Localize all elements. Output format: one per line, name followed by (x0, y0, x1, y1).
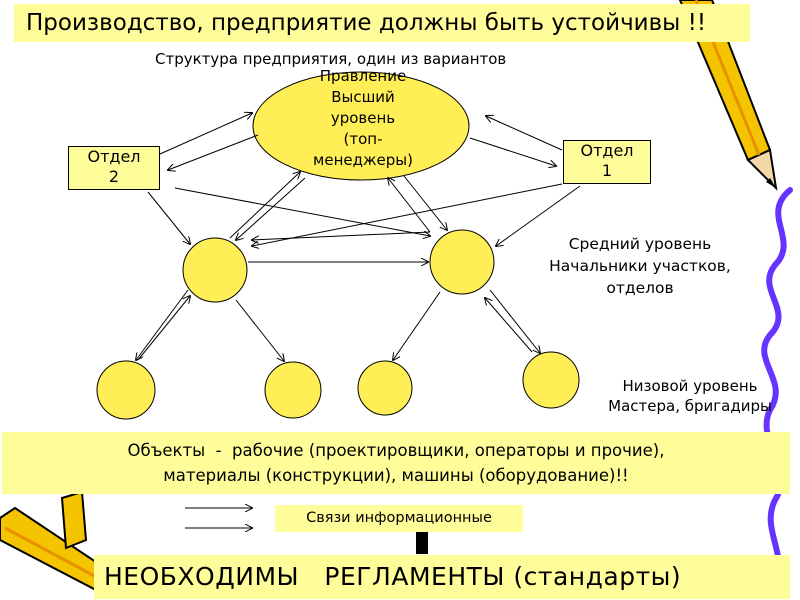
legend-arrows (185, 508, 252, 528)
lower-level-title: Низовой уровень (622, 377, 758, 395)
lower-level-label: Низовой уровень Мастера, бригадиры (580, 376, 800, 416)
department-2-number: 2 (108, 167, 120, 186)
middle-level-desc: Начальники участков, (549, 257, 731, 275)
objects-box: Объекты - рабочие (проектировщики, опера… (2, 432, 790, 494)
lower-level-desc: Мастера, бригадиры (608, 397, 772, 415)
decorative-squiggle (761, 187, 793, 593)
lower-manager-node (264, 361, 322, 419)
diagram-subtitle: Структура предприятия, один из вариантов (155, 50, 507, 68)
middle-level-label: Средний уровень Начальники участков, отд… (520, 233, 760, 299)
information-links (136, 113, 581, 361)
middle-level-title: Средний уровень (568, 235, 712, 253)
objects-line: материалы (конструкции), машины (оборудо… (163, 466, 629, 485)
lower-manager-node (96, 360, 156, 420)
middle-level-desc: отделов (606, 279, 674, 297)
lower-manager-node (522, 351, 580, 409)
footer-banner: НЕОБХОДИМЫ РЕГЛАМЕНТЫ (стандарты) (94, 555, 790, 599)
top-level-line: Высший (331, 88, 395, 106)
top-management-node (252, 71, 470, 181)
department-2-label: Отдел (87, 147, 141, 166)
department-1-number: 1 (601, 161, 613, 180)
top-level-label: Правление Высший уровень (топ- менеджеры… (288, 66, 438, 171)
top-level-line: Правление (319, 67, 407, 85)
legend-label: Связи информационные (275, 505, 523, 532)
top-level-line: уровень (330, 109, 396, 127)
department-2-box: Отдел 2 (68, 146, 160, 190)
page-title: Производство, предприятие должны быть ус… (14, 4, 750, 42)
lower-manager-node (357, 360, 413, 416)
top-level-line: (топ- (343, 130, 383, 148)
middle-manager-node (429, 229, 495, 295)
top-level-line: менеджеры) (313, 151, 413, 169)
department-1-label: Отдел (580, 141, 634, 160)
objects-line: Объекты - рабочие (проектировщики, опера… (127, 441, 665, 460)
department-1-box: Отдел 1 (563, 140, 651, 184)
pencil-tip-icon (60, 490, 428, 554)
middle-manager-node (182, 237, 248, 303)
